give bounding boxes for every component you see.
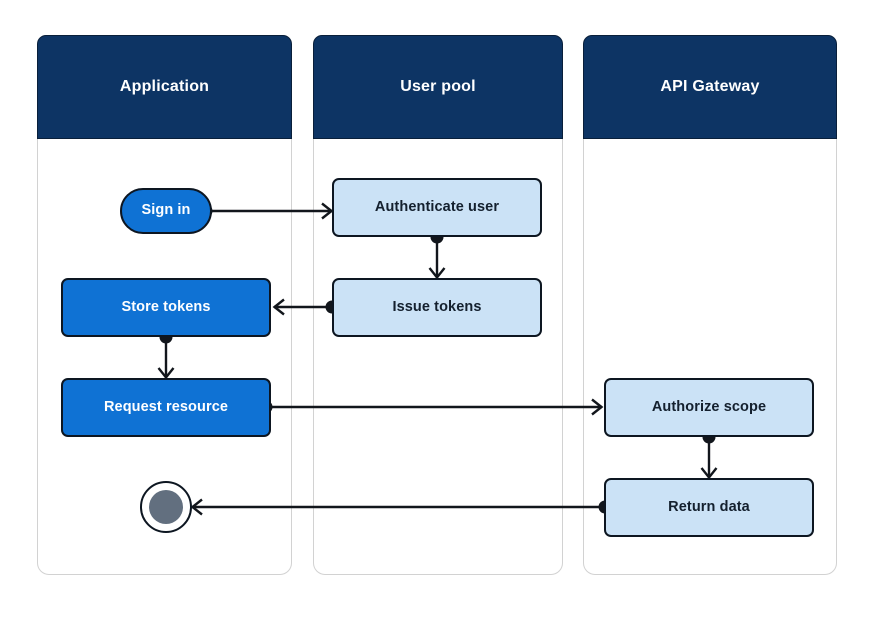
node-label-sign-in: Sign in [141, 202, 191, 219]
node-sign-in[interactable]: Sign in [120, 188, 212, 234]
node-authenticate-user[interactable]: Authenticate user [332, 178, 542, 237]
node-label-store-tokens: Store tokens [121, 298, 211, 315]
node-label-authenticate-user: Authenticate user [374, 198, 500, 215]
swimlane-header-user-pool: User pool [313, 35, 563, 139]
node-issue-tokens[interactable]: Issue tokens [332, 278, 542, 337]
node-store-tokens[interactable]: Store tokens [61, 278, 271, 337]
node-request-resource[interactable]: Request resource [61, 378, 271, 437]
node-return-data[interactable]: Return data [604, 478, 814, 537]
swimlane-title-api-gateway: API Gateway [660, 78, 760, 95]
node-label-issue-tokens: Issue tokens [392, 298, 482, 315]
node-label-authorize-scope: Authorize scope [651, 398, 767, 415]
swimlane-title-application: Application [119, 78, 210, 95]
node-label-request-resource: Request resource [103, 398, 229, 415]
swimlane-title-user-pool: User pool [400, 78, 476, 95]
node-end-final-state[interactable] [140, 481, 192, 533]
swimlane-header-application: Application [37, 35, 292, 139]
swimlane-header-api-gateway: API Gateway [583, 35, 837, 139]
node-authorize-scope[interactable]: Authorize scope [604, 378, 814, 437]
node-label-return-data: Return data [668, 498, 750, 515]
final-state-inner-circle [149, 490, 183, 524]
